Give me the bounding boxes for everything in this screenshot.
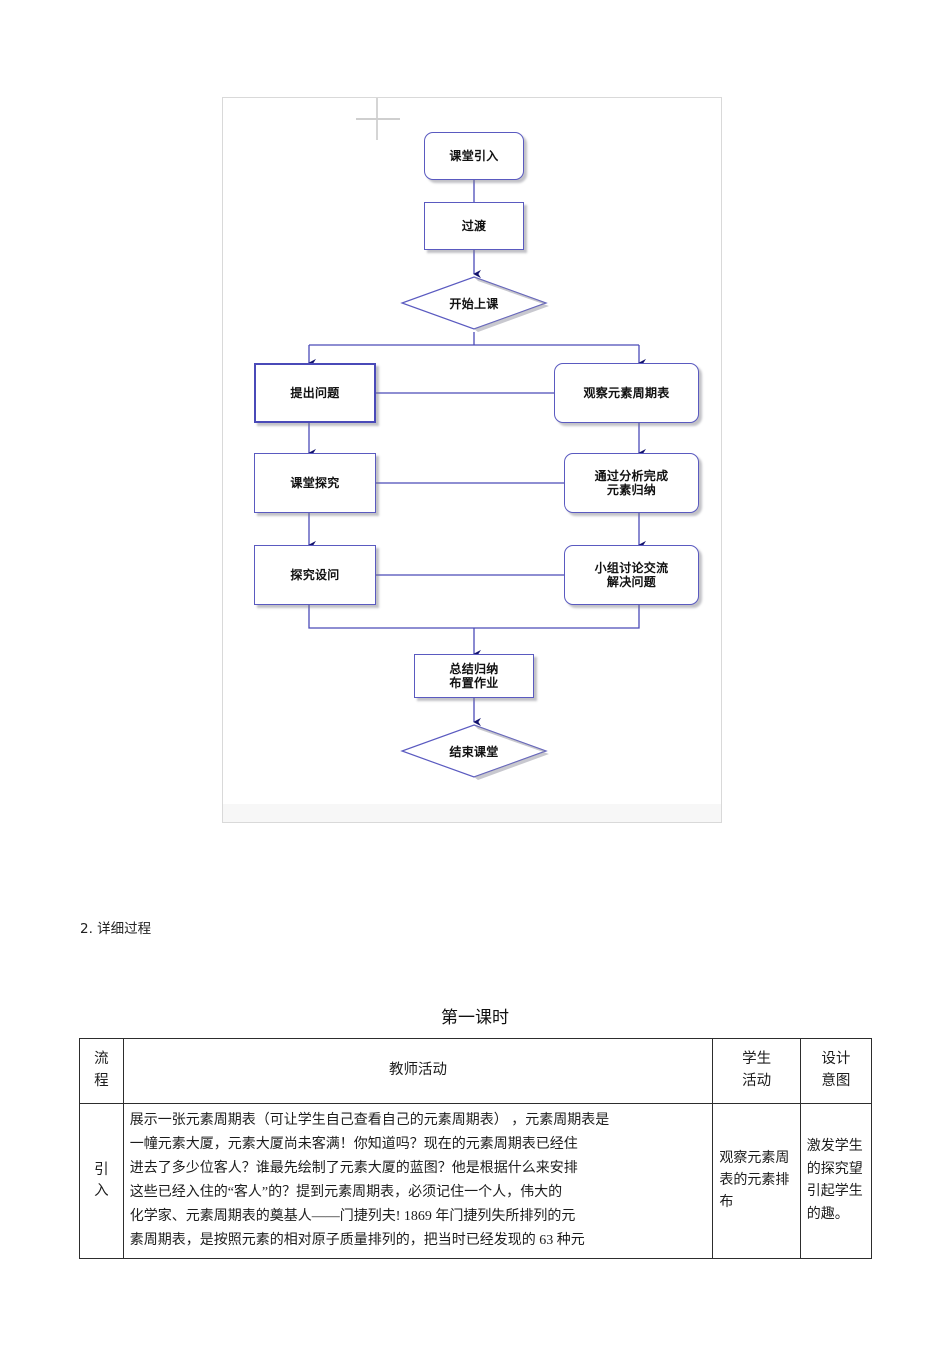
flow-node-classroom-inquiry-label: 课堂探究 xyxy=(290,475,340,490)
cell-student-activity: 观察元素周表的元素排布 xyxy=(712,1102,801,1260)
flow-node-ask-question: 提出问题 xyxy=(254,363,376,423)
table-header-teacher-activity: 教师活动 xyxy=(122,1038,714,1104)
flow-node-end-class: 结束课堂 xyxy=(399,722,549,780)
flow-node-start-class-label: 开始上课 xyxy=(449,296,499,311)
table-header-flow: 流 程 xyxy=(79,1038,124,1104)
flow-node-analyze-summarize: 通过分析完成 元素归纳 xyxy=(564,453,699,513)
cell-design-intent: 激发学生的探究望引起学生的趣。 xyxy=(799,1102,873,1260)
flow-node-classroom-inquiry: 课堂探究 xyxy=(254,453,376,513)
cell-flow-stage: 引 入 xyxy=(79,1102,124,1260)
table-row: 引 入 展示一张元素周期表（可让学生自己查看自己的元素周期表） ，元素周期表是 … xyxy=(79,1102,873,1260)
section-heading: 2. 详细过程 xyxy=(80,921,152,937)
diamond-shape-icon xyxy=(400,276,549,332)
table-header-row: 流 程 教师活动 学生 活动 设计 意图 xyxy=(79,1038,873,1104)
period-title: 第一课时 xyxy=(441,1008,509,1027)
flowchart-connectors xyxy=(308,180,646,727)
flow-node-analyze-summarize-label: 通过分析完成 元素归纳 xyxy=(594,468,669,497)
flow-node-group-discussion-label: 小组讨论交流 解决问题 xyxy=(594,560,669,589)
figure-bottom-strip xyxy=(223,804,721,822)
flow-node-summary-homework-label: 总结归纳 布置作业 xyxy=(449,661,499,690)
table-header-student-activity: 学生 活动 xyxy=(712,1038,801,1104)
flow-node-intro: 课堂引入 xyxy=(424,132,524,180)
flow-node-start-class: 开始上课 xyxy=(399,274,549,332)
flow-node-end-class-label: 结束课堂 xyxy=(449,744,499,759)
flow-node-inquiry-question-label: 探究设问 xyxy=(290,567,340,582)
flow-node-transition: 过渡 xyxy=(424,202,524,250)
diamond-shape-icon xyxy=(400,724,549,780)
flow-node-observe-table-label: 观察元素周期表 xyxy=(583,385,670,400)
flowchart-figure: 课堂引入 过渡 开始上课 提出问题 观察元素周期表 课堂探究 通过分析完成 元素… xyxy=(222,97,722,823)
flow-node-ask-question-label: 提出问题 xyxy=(290,385,340,400)
flow-node-observe-table: 观察元素周期表 xyxy=(554,363,699,423)
flow-node-transition-label: 过渡 xyxy=(461,218,487,233)
flow-node-summary-homework: 总结归纳 布置作业 xyxy=(414,654,534,698)
cell-teacher-activity: 展示一张元素周期表（可让学生自己查看自己的元素周期表） ，元素周期表是 一幢元素… xyxy=(122,1102,714,1260)
lesson-plan-table: 流 程 教师活动 学生 活动 设计 意图 引 入 展示一张元素周期表（可让学生自… xyxy=(79,1038,873,1260)
flow-node-inquiry-question: 探究设问 xyxy=(254,545,376,605)
flow-node-group-discussion: 小组讨论交流 解决问题 xyxy=(564,545,699,605)
table-header-design-intent: 设计 意图 xyxy=(799,1038,873,1104)
flow-node-intro-label: 课堂引入 xyxy=(449,148,499,163)
